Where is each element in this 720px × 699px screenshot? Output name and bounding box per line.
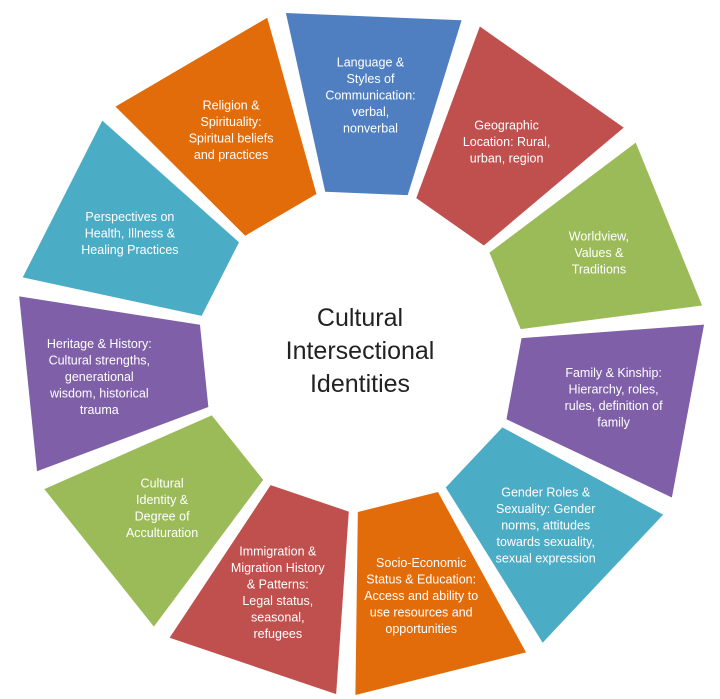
center-title-line: Intersectional	[286, 337, 435, 365]
segment-label-line: Spiritual beliefs	[189, 132, 274, 146]
segment-label-line: Healing Practices	[81, 243, 178, 257]
center-title-line: Cultural	[317, 304, 403, 332]
segment-label-line: refugees	[253, 627, 302, 641]
segment-label-line: Traditions	[572, 263, 626, 277]
segment-label-line: sexual expression	[496, 551, 596, 565]
segment-7-label: Immigration & Migration History & Patterns…	[231, 545, 326, 642]
segment-11	[115, 17, 317, 236]
segment-label-line: wisdom, historical	[49, 387, 149, 401]
segment-label-line: Access and ability to	[364, 589, 478, 603]
segment-label-line: verbal,	[352, 105, 390, 119]
segments-layer: Language & Styles of Communication: verbal,…	[19, 13, 705, 695]
segment-label-line: Hierarchy, roles,	[569, 383, 659, 397]
segment-7	[169, 485, 349, 695]
segment-label-line: nonverbal	[343, 122, 398, 136]
segment-label-line: Immigration &	[239, 545, 317, 559]
segment-label-line: Language &	[337, 56, 405, 70]
segment-label-line: rules, definition of	[565, 399, 664, 413]
segment-1	[285, 13, 462, 196]
segment-label-line: use resources and	[370, 606, 473, 620]
segment-1-label: Language & Styles of Communication: verbal,…	[325, 56, 415, 136]
segment-2	[416, 26, 624, 246]
segment-8	[44, 415, 264, 627]
segment-label-line: seasonal,	[251, 611, 305, 625]
segment-label-line: generational	[65, 370, 134, 384]
segment-label-line: Degree of	[135, 509, 190, 523]
segment-label-line: Religion &	[203, 99, 261, 113]
segment-label-line: Health, Illness &	[85, 227, 176, 241]
segment-label-line: Family & Kinship:	[565, 366, 662, 380]
segment-label-line: Heritage & History:	[47, 337, 152, 351]
segment-label-line: Cultural strengths,	[49, 354, 150, 368]
segment-3	[489, 142, 703, 330]
segment-label-line: Perspectives on	[85, 210, 174, 224]
segment-10-label: Perspectives on Health, Illness & Healing …	[81, 210, 178, 257]
segment-label-line: Identity &	[136, 493, 189, 507]
segment-label-line: Spirituality:	[201, 115, 262, 129]
center-title-line: Identities	[310, 370, 410, 398]
segment-label-line: Socio-Economic	[376, 556, 466, 570]
center-circle	[210, 200, 510, 500]
segment-label-line: urban, region	[470, 151, 544, 165]
segment-label-line: Communication:	[325, 89, 415, 103]
segment-9-label: Heritage & History: Cultural strengths, ge…	[47, 337, 152, 417]
segment-11-label: Religion & Spirituality: Spiritual beliefs…	[189, 99, 274, 163]
segment-label-line: trauma	[80, 403, 119, 417]
segment-label-line: Cultural	[141, 476, 184, 490]
segment-label-line: family	[597, 416, 630, 430]
segment-label-line: Values &	[574, 246, 624, 260]
segment-label-line: Location: Rural,	[463, 135, 551, 149]
segment-label-line: norms, attitudes	[501, 518, 590, 532]
segment-6	[355, 492, 527, 695]
segment-label-line: towards sexuality,	[496, 535, 594, 549]
segment-4-label: Family & Kinship: Hierarchy, roles, rules,…	[565, 366, 664, 430]
segment-label-line: Sexuality: Gender	[496, 502, 595, 516]
segment-label-line: Gender Roles &	[501, 485, 591, 499]
segment-label-line: opportunities	[385, 622, 457, 636]
segment-label-line: Geographic	[474, 118, 539, 132]
segment-label-line: Acculturation	[126, 526, 198, 540]
segment-4	[506, 324, 705, 498]
segment-label-line: Migration History	[231, 561, 326, 575]
segment-label-line: Worldview,	[569, 230, 629, 244]
segment-label-line: and practices	[194, 148, 268, 162]
segment-label-line: Status & Education:	[366, 573, 476, 587]
segment-label-line: & Patterns:	[247, 578, 309, 592]
segment-9	[19, 296, 209, 472]
segment-10	[22, 120, 239, 316]
segment-label-line: Styles of	[347, 72, 395, 86]
segment-5-label: Gender Roles & Sexuality: Gender norms, at…	[496, 485, 596, 565]
segment-3-label: Worldview, Values & Traditions	[569, 230, 629, 277]
segment-label-line: Legal status,	[242, 594, 313, 608]
segment-5	[445, 427, 664, 643]
